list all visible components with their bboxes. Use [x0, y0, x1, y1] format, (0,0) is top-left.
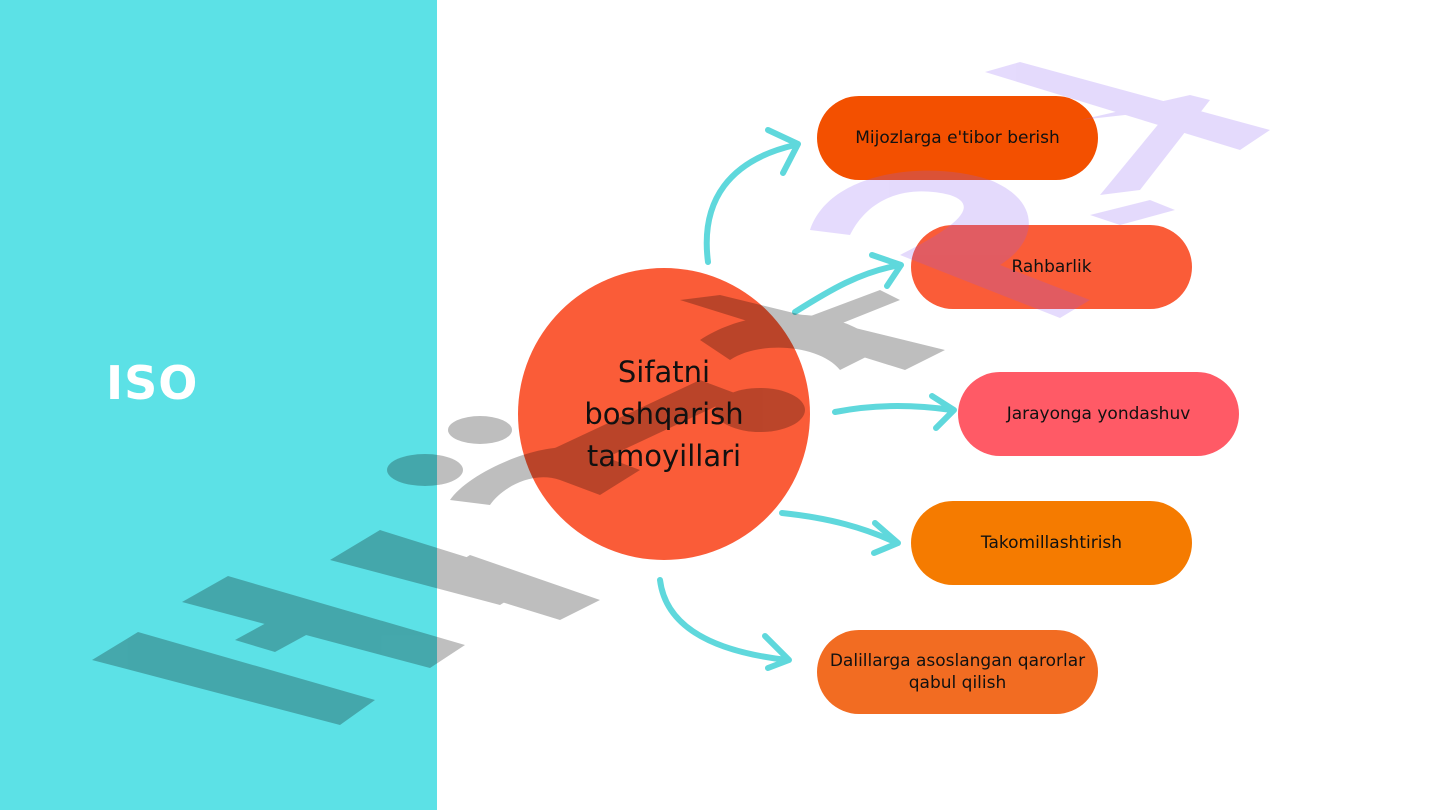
principle-node-4 — [911, 501, 1192, 585]
principle-label-box-3: Jarayonga yondashuv — [958, 372, 1239, 456]
principle-node-5 — [817, 630, 1098, 714]
arrow-to-principle-5 — [657, 577, 792, 671]
principle-node-2 — [911, 225, 1192, 309]
principle-label-box-1: Mijozlarga e'tibor berish — [817, 96, 1098, 180]
side-panel-title: ISO — [106, 356, 199, 410]
arrow-to-principle-2 — [792, 252, 904, 315]
principle-label-box-2: Rahbarlik — [911, 225, 1192, 309]
principle-label-box-4: Takomillashtirish — [911, 501, 1192, 585]
arrow-to-principle-4 — [779, 510, 901, 556]
arrow-to-principle-3 — [832, 393, 957, 431]
principle-node-1 — [817, 96, 1098, 180]
center-node-label-box: Sifatni boshqarish tamoyillari — [518, 268, 810, 560]
center-node — [518, 268, 810, 560]
side-panel — [0, 0, 437, 810]
principle-label-1: Mijozlarga e'tibor berish — [855, 127, 1060, 148]
center-node-label: Sifatni boshqarish tamoyillari — [584, 354, 744, 474]
principle-label-4: Takomillashtirish — [980, 532, 1123, 553]
principle-label-2: Rahbarlik — [1011, 256, 1092, 277]
principle-node-3 — [958, 372, 1239, 456]
arrow-to-principle-1 — [703, 127, 801, 265]
principle-label-5: Dalillarga asoslangan qarorlar qabul qil… — [829, 650, 1086, 693]
principle-label-3: Jarayonga yondashuv — [1006, 403, 1191, 424]
principle-label-box-5: Dalillarga asoslangan qarorlar qabul qil… — [817, 630, 1098, 714]
